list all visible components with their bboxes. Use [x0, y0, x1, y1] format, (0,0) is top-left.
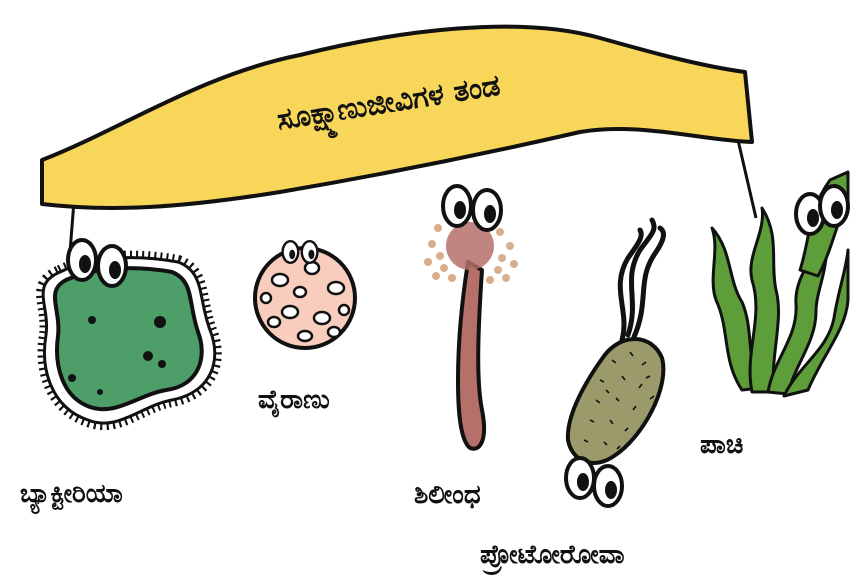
virus-label: ವೈರಾಣು	[258, 385, 330, 418]
fungus-label: ಶಿಲೀಂಧ	[414, 480, 481, 510]
algae-icon	[712, 172, 848, 396]
protozoa-label: ಪ್ರೋಟೋರೋವಾ	[480, 540, 625, 575]
banner: ಸೂಕ್ಷ್ಮಾಣುಜೀವಿಗಳ ತಂಡ	[42, 27, 752, 208]
virus-icon	[255, 241, 355, 348]
protozoa-icon	[566, 220, 663, 506]
connector-right	[738, 140, 756, 218]
fungus-icon	[424, 186, 518, 449]
algae-label: ಪಾಚಿ	[700, 430, 743, 460]
bacteria-icon	[43, 240, 215, 423]
bacteria-label: ಬ್ಯಾಕ್ಟೀರಿಯಾ	[20, 479, 123, 514]
